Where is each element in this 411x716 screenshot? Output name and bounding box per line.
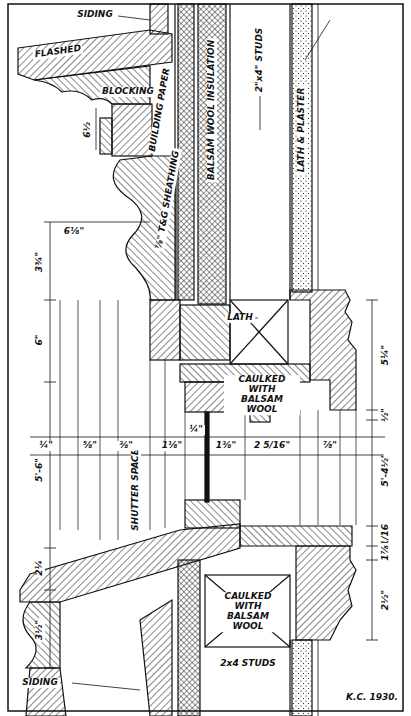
drawing-label: SIDING [20, 678, 60, 688]
drawing-label: ⅞" T&G SHEATHING [154, 148, 182, 252]
drawing-label: 1⅛" [160, 441, 184, 451]
drawing-label: BLOCKING [100, 87, 156, 97]
drawing-label: 5'-6" [35, 456, 45, 484]
drawing-label: 6½ [83, 120, 93, 140]
drawing-label: SHUTTER SPACE [131, 447, 141, 533]
drawing-label: 3½" [35, 618, 45, 642]
drawing-label: ¼" [37, 441, 55, 451]
drawing-label: 1⅞ [381, 543, 391, 563]
drawing-label: SIDING [75, 10, 115, 20]
drawing-label: 1⅜" [214, 441, 238, 451]
drawing-label: ⅝" [81, 441, 99, 451]
drawing-label: 5¼" [381, 343, 391, 367]
drawing-label: LATH & PLASTER [297, 86, 307, 175]
drawing-label: ⅜" [117, 441, 135, 451]
drawing-label: BUILDING PAPER [147, 66, 172, 155]
drawing-label: FLASHED [32, 44, 83, 61]
drawing-label: 2"x4" STUDS [255, 26, 265, 95]
drawing-label: ¼" [187, 425, 205, 435]
drawing-label: K.C. 1930. [344, 693, 400, 703]
drawing-label: 2¼ [35, 558, 45, 578]
drawing-label: CAULKED WITH BALSAM WOOL [224, 375, 300, 415]
drawing-label: CAULKED WITH BALSAM WOOL [210, 592, 286, 632]
drawing-label: 2 5/16" [252, 441, 292, 451]
drawing-label: ⅞" [321, 441, 339, 451]
drawing-label: 2½" [381, 588, 391, 612]
drawing-label: 2x4 STUDS [218, 659, 277, 669]
drawing-label: LATH [225, 313, 255, 323]
drawing-label: ½" [381, 406, 391, 424]
drawing-label: 3¾" [35, 250, 45, 274]
drawing-label: 5'-4½" [381, 451, 391, 488]
drawing-label: 6" [35, 333, 45, 348]
drawing-label: 6⅛" [62, 227, 86, 237]
drawing-label: BALSAM WOOL INSULATION [207, 38, 217, 182]
